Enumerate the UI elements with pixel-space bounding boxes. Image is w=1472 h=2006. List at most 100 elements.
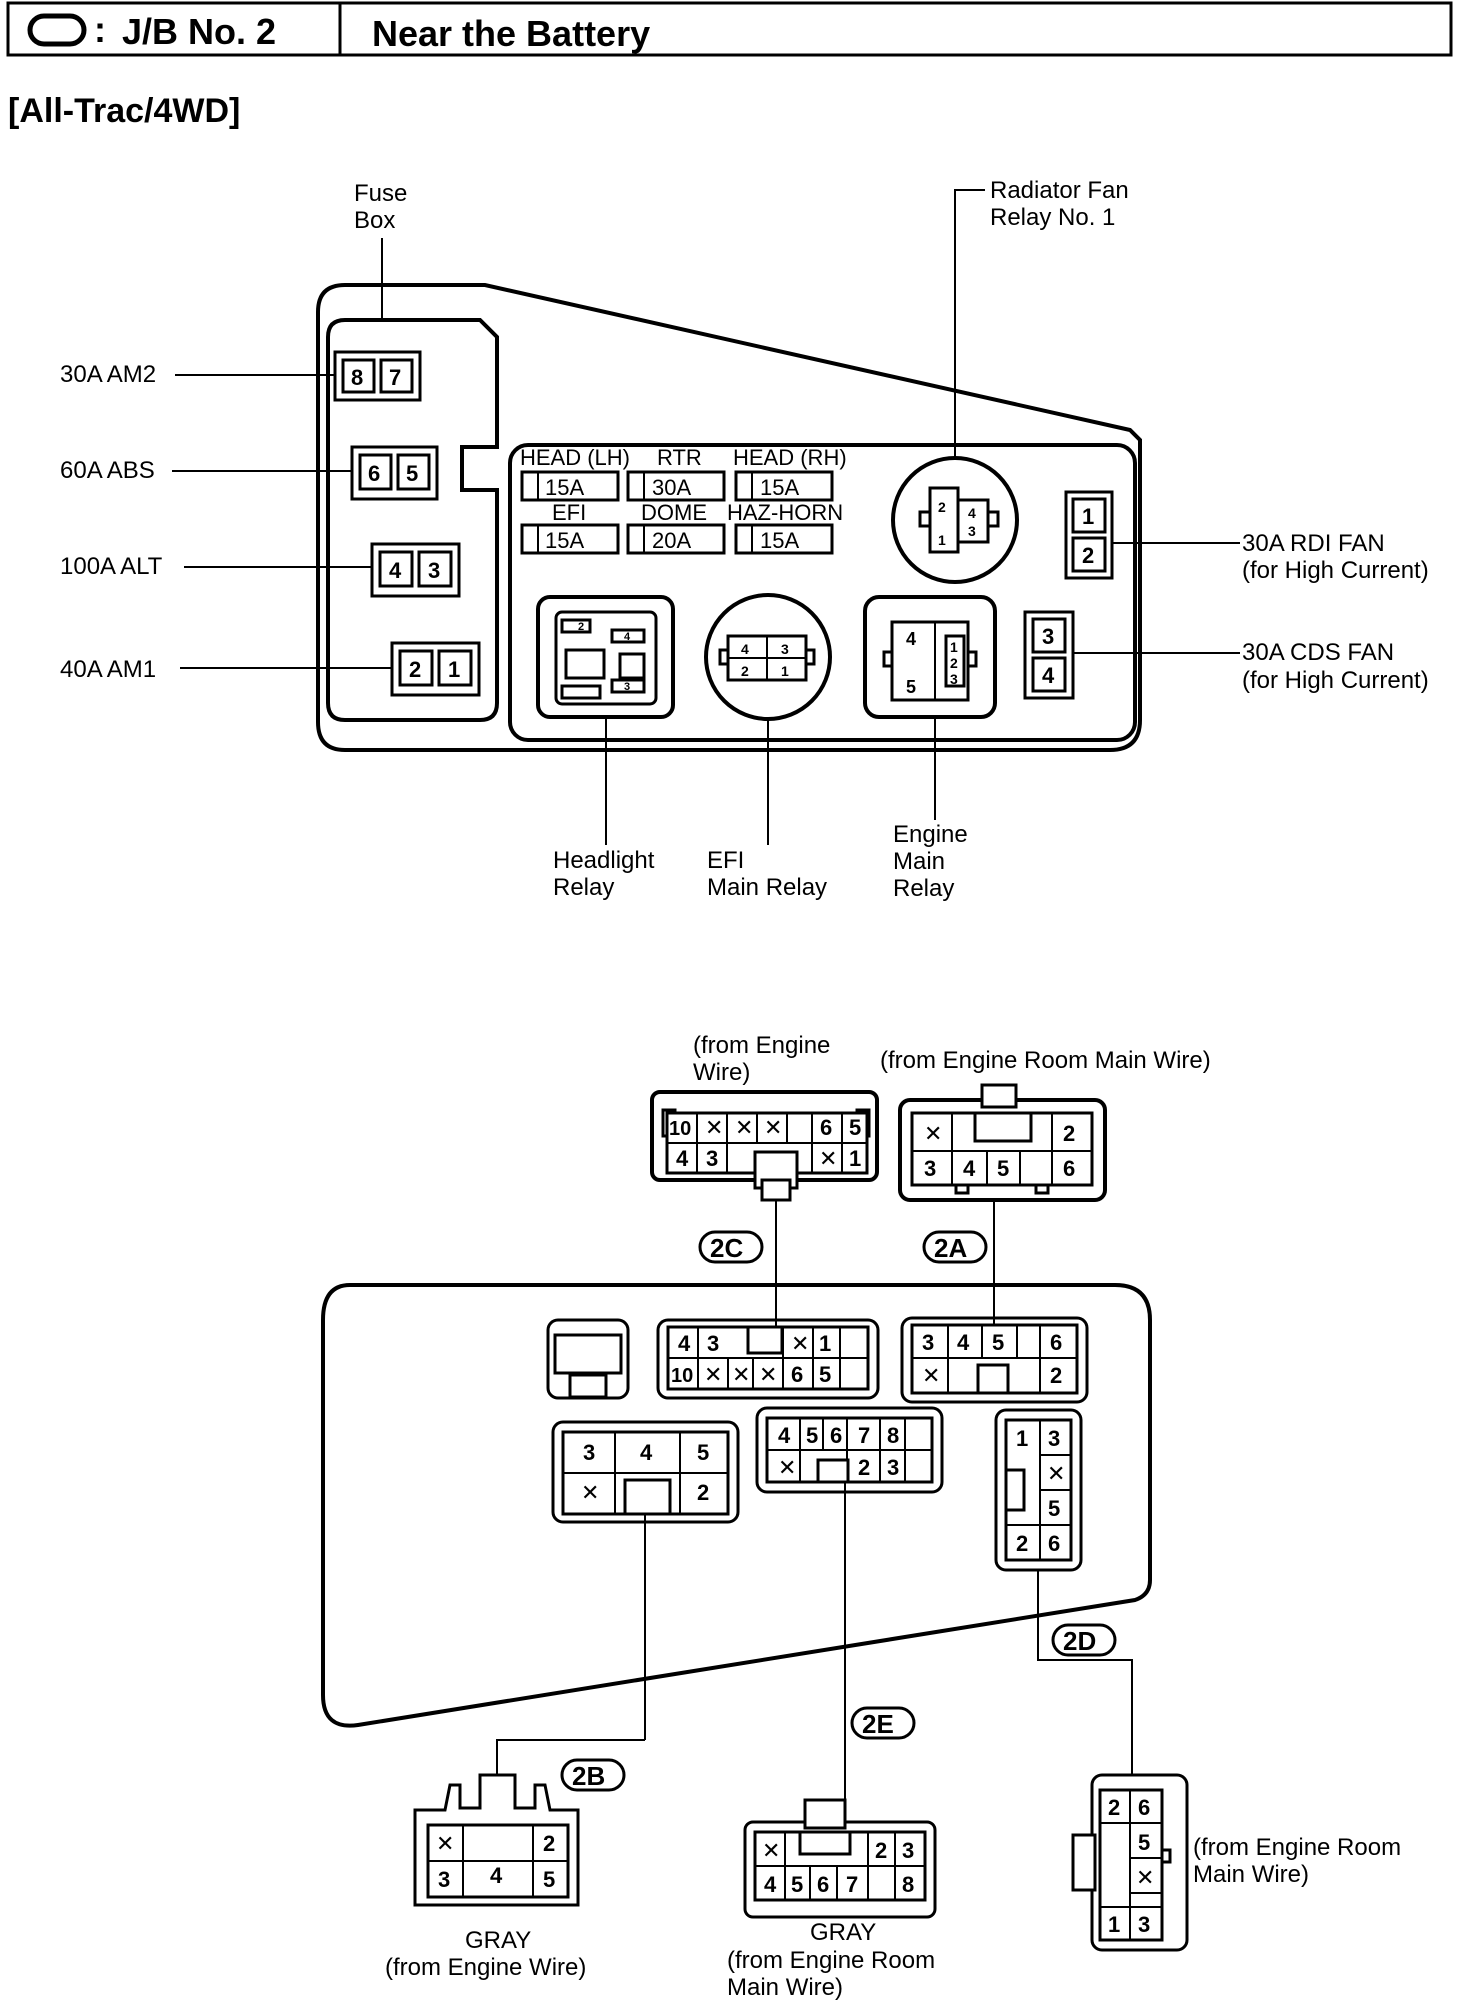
fuse-efi-label: EFI	[552, 500, 586, 525]
amp-label: 15A	[545, 475, 584, 500]
svg-text:✕: ✕	[705, 1115, 723, 1140]
svg-text:5: 5	[1138, 1830, 1150, 1855]
socket-2b: 3 4 5 ✕ 2	[551, 1420, 740, 1740]
connector-2c-external: (from Engine Wire) 10 ✕ ✕ ✕ 6 5 4 3 ✕ 1	[650, 1032, 879, 1330]
svg-text:6: 6	[791, 1362, 803, 1387]
connector-2a-external: (from Engine Room Main Wire) ✕ 2 3 4 5 6	[880, 1047, 1211, 1330]
svg-text:5: 5	[906, 677, 916, 697]
jb-outer-housing	[316, 283, 1142, 752]
tag-2b: 2B	[560, 1758, 626, 1792]
socket-2a: 3 4 5 6 ✕ 2	[900, 1316, 1089, 1404]
svg-text:7: 7	[389, 365, 401, 390]
svg-text:6: 6	[368, 461, 380, 486]
svg-text:4: 4	[957, 1330, 970, 1355]
svg-text:5: 5	[992, 1330, 1004, 1355]
headlight-relay-label: Headlight	[553, 847, 655, 874]
svg-text:3: 3	[924, 1156, 936, 1181]
radiator-fan-label: Radiator Fan	[990, 177, 1129, 204]
svg-text:10: 10	[669, 1118, 691, 1140]
fuse-box-outline	[326, 318, 499, 722]
svg-text:1: 1	[819, 1331, 831, 1356]
svg-text:3: 3	[968, 523, 976, 539]
connector-layout: (from Engine Wire) 10 ✕ ✕ ✕ 6 5 4 3 ✕ 1	[321, 1032, 1401, 2001]
engine-main-relay-label: Engine	[893, 821, 968, 848]
svg-text:6: 6	[1048, 1531, 1060, 1556]
connector-2e-source: (from Engine Room	[727, 1947, 935, 1974]
svg-text:1: 1	[1016, 1426, 1028, 1451]
header: : J/B No. 2 Near the Battery	[6, 1, 1453, 57]
svg-text:✕: ✕	[732, 1362, 750, 1387]
connector-2c-source-label: (from Engine	[693, 1032, 830, 1059]
svg-text:4: 4	[676, 1146, 689, 1171]
cds-fan-label: (for High Current)	[1242, 667, 1429, 694]
svg-text:5: 5	[806, 1423, 818, 1448]
svg-text:6: 6	[1050, 1330, 1062, 1355]
svg-text:3: 3	[706, 1146, 718, 1171]
svg-text:✕: ✕	[762, 1838, 780, 1863]
svg-text:6: 6	[820, 1115, 832, 1140]
svg-text:5: 5	[1048, 1496, 1060, 1521]
svg-text:✕: ✕	[819, 1146, 837, 1171]
svg-text:3: 3	[1138, 1912, 1150, 1937]
connector-2a-tag: 2A	[934, 1233, 967, 1263]
amp-label: 15A	[760, 528, 799, 553]
tag-2e: 2E	[850, 1706, 916, 1740]
svg-text:4: 4	[906, 629, 916, 649]
svg-text:2: 2	[1016, 1531, 1028, 1556]
connector-2e-color: GRAY	[810, 1919, 876, 1946]
svg-text:3: 3	[707, 1331, 719, 1356]
connector-2d-source: Main Wire)	[1193, 1861, 1309, 1888]
svg-text:3: 3	[428, 558, 440, 583]
jb-label: J/B No. 2	[122, 11, 276, 52]
jb-lower-housing	[321, 1283, 1152, 1728]
svg-text:10: 10	[671, 1365, 693, 1387]
svg-text:1: 1	[448, 657, 460, 682]
fuse-haz-horn: 15A	[734, 523, 834, 555]
connector-2b-external: ✕ 2 3 4 5 GRAY (from Engine Wire)	[385, 1739, 645, 1981]
variant-title: [All-Trac/4WD]	[8, 92, 240, 130]
svg-text:3: 3	[1048, 1426, 1060, 1451]
svg-text:4: 4	[963, 1156, 976, 1181]
svg-text:7: 7	[858, 1423, 870, 1448]
connector-2e-external: ✕ 2 3 4 5 6 7 8 GRAY (from Engine Room M…	[727, 1798, 937, 2001]
svg-text:8: 8	[351, 365, 363, 390]
socket-2c: 4 3 ✕ 1 10 ✕ ✕ ✕ 6 5	[656, 1318, 880, 1400]
tag-2d: 2D	[1051, 1623, 1117, 1657]
svg-text:5: 5	[819, 1362, 831, 1387]
svg-text:2: 2	[950, 655, 958, 671]
svg-text:5: 5	[997, 1156, 1009, 1181]
fuse-rtr: 30A	[626, 470, 726, 502]
svg-text:3: 3	[1042, 624, 1054, 649]
svg-text:8: 8	[902, 1872, 914, 1897]
svg-text:8: 8	[887, 1423, 899, 1448]
svg-text:4: 4	[640, 1440, 653, 1465]
fuse-cds-fan: 3 4 30A CDS FAN (for High Current)	[1023, 610, 1429, 700]
svg-text:6: 6	[817, 1872, 829, 1897]
efi-main-relay-label: EFI	[707, 847, 744, 874]
svg-text:5: 5	[697, 1440, 709, 1465]
engine-main-relay: 4 5 1 2 3 Engine Main Relay	[863, 595, 997, 902]
fuse-efi: 15A	[520, 523, 620, 555]
engine-main-relay-label: Main	[893, 848, 945, 875]
svg-text:7: 7	[846, 1872, 858, 1897]
connector-2e-source: Main Wire)	[727, 1974, 843, 2001]
svg-text:4: 4	[389, 558, 402, 583]
svg-text:2: 2	[409, 657, 421, 682]
svg-text:2: 2	[1108, 1795, 1120, 1820]
svg-text:2: 2	[938, 499, 946, 515]
svg-text:1: 1	[849, 1146, 861, 1171]
svg-text:4: 4	[624, 631, 631, 643]
svg-text:2: 2	[741, 663, 749, 679]
svg-text:✕: ✕	[704, 1362, 722, 1387]
svg-text:4: 4	[678, 1331, 691, 1356]
svg-text:5: 5	[543, 1867, 555, 1892]
svg-text:2: 2	[875, 1838, 887, 1863]
socket-empty	[546, 1318, 630, 1400]
oval-symbol-icon	[27, 13, 87, 47]
svg-text:3: 3	[583, 1440, 595, 1465]
